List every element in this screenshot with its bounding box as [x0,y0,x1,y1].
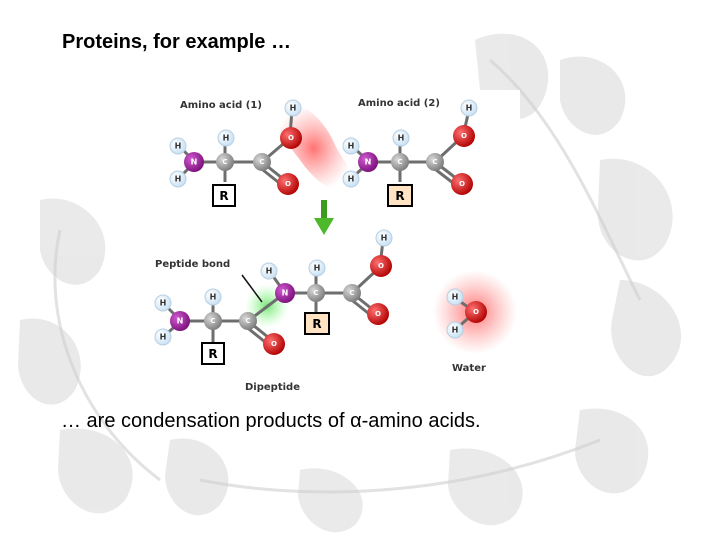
r-group-dipeptide-1: R [201,342,225,365]
svg-text:C: C [222,158,227,166]
svg-text:O: O [375,310,381,318]
peptide-bond-pointer [241,274,263,303]
svg-text:R: R [208,347,217,361]
svg-text:H: H [160,333,167,342]
label-amino-acid-2: Amino acid (2) [358,98,440,109]
svg-text:N: N [177,317,184,326]
nitrogen-atoms: N N N N [170,152,378,331]
svg-text:O: O [461,132,467,140]
svg-text:O: O [271,340,277,348]
svg-text:H: H [348,175,355,184]
svg-text:H: H [223,134,230,143]
svg-text:C: C [210,317,215,325]
svg-text:C: C [259,158,264,166]
svg-text:H: H [348,142,355,151]
r-group-2: R [387,184,413,207]
svg-text:H: H [210,293,217,302]
svg-text:O: O [473,308,479,316]
hydrogen-atoms: H H H H H H H H H H H H H H H H [154,99,478,346]
svg-text:H: H [160,299,167,308]
label-water: Water [452,363,486,374]
svg-text:H: H [452,293,459,302]
svg-text:O: O [288,134,294,142]
svg-text:N: N [191,158,198,167]
label-peptide-bond: Peptide bond [155,259,230,270]
svg-text:N: N [365,158,372,167]
svg-text:R: R [395,189,404,203]
svg-text:H: H [381,234,388,243]
svg-text:R: R [219,189,228,203]
svg-text:O: O [285,180,291,188]
svg-text:R: R [312,317,321,331]
r-group-dipeptide-2: R [304,312,330,335]
slide-caption: … are condensation products of α-amino a… [61,410,481,432]
svg-text:C: C [349,289,354,297]
svg-text:N: N [282,289,289,298]
svg-text:H: H [466,104,473,113]
svg-text:H: H [266,267,273,276]
label-dipeptide: Dipeptide [245,382,300,393]
svg-text:H: H [452,326,459,335]
svg-text:H: H [175,175,182,184]
svg-text:C: C [432,158,437,166]
reaction-arrow [314,200,334,235]
slide-title: Proteins, for example … [62,31,291,53]
svg-text:C: C [245,317,250,325]
svg-text:H: H [314,264,321,273]
r-group-1: R [212,184,236,207]
water-leaving-highlight [273,104,354,193]
svg-text:C: C [313,289,318,297]
svg-text:H: H [175,142,182,151]
peptide-bond-diagram: Amino acid (1) Amino acid (2) Peptide bo… [150,90,520,395]
svg-text:O: O [459,180,465,188]
svg-text:H: H [398,134,405,143]
svg-text:H: H [290,104,297,113]
oxygen-atoms: O O O O O O O O [263,125,487,355]
label-amino-acid-1: Amino acid (1) [180,100,262,111]
carbon-atoms: C C C C C C C C [204,153,444,330]
svg-text:C: C [397,158,402,166]
svg-text:O: O [378,262,384,270]
